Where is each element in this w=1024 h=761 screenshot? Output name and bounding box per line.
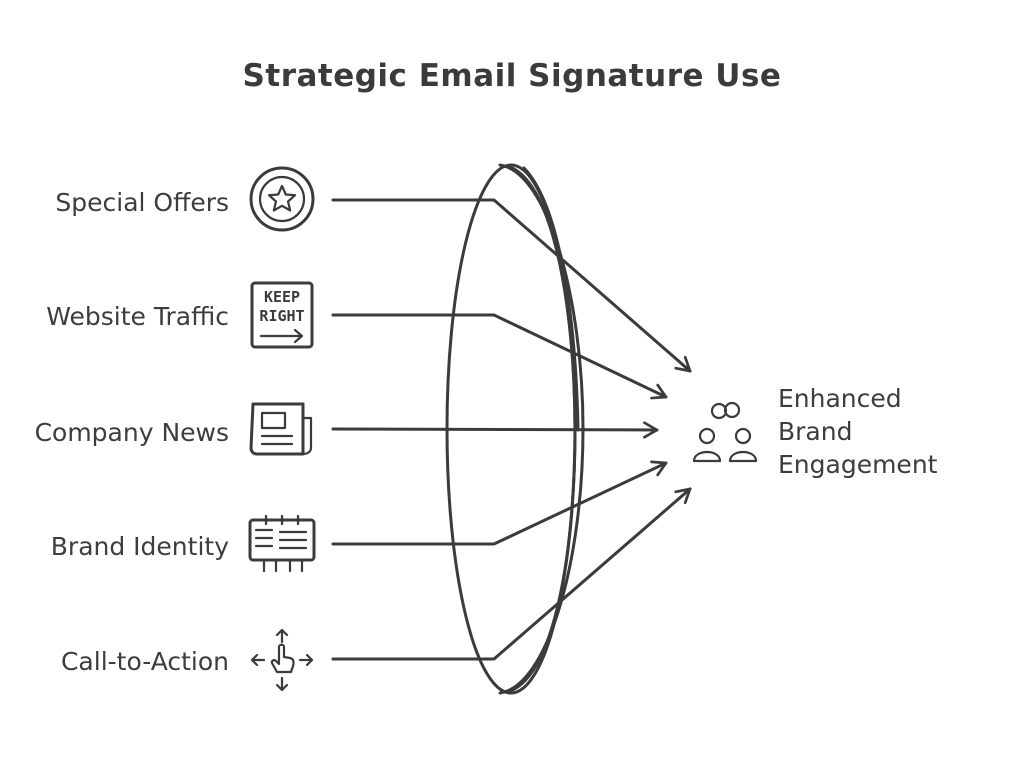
billboard-icon: [248, 514, 316, 573]
diagram-title: Strategic Email Signature Use: [242, 58, 782, 94]
connector-company-news: [331, 421, 659, 439]
pointer-arrows-icon: [250, 628, 314, 692]
output-line-2: Brand: [778, 417, 853, 446]
connector-website-traffic: [331, 313, 668, 400]
connector-lines: [331, 198, 692, 661]
label-call-to-action: Call-to-Action: [60, 647, 229, 676]
output-line-1: Enhanced: [778, 384, 902, 413]
label-company-news: Company News: [34, 418, 229, 447]
linked-people-icon: [692, 401, 758, 463]
label-brand-identity: Brand Identity: [50, 532, 229, 561]
connector-brand-identity: [331, 460, 668, 546]
newspaper-icon: [249, 402, 313, 456]
sign-line-1: KEEP: [264, 288, 300, 306]
keep-right-sign-icon: KEEP RIGHT: [250, 281, 314, 349]
label-special-offers: Special Offers: [55, 188, 229, 217]
output-line-3: Engagement: [778, 450, 938, 479]
output-label: Enhanced Brand Engagement: [778, 382, 937, 481]
connector-special-offers: [331, 198, 692, 373]
star-badge-icon: [249, 166, 315, 232]
label-website-traffic: Website Traffic: [46, 302, 229, 331]
connector-call-to-action: [331, 487, 692, 661]
sign-line-2: RIGHT: [259, 307, 304, 325]
